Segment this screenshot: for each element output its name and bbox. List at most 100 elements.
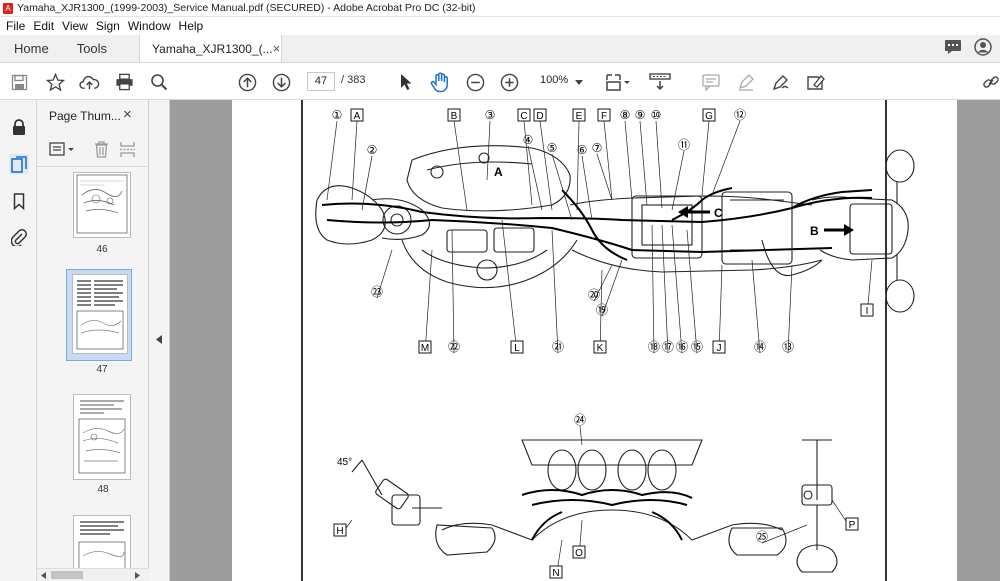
thumbnail-page-46[interactable] [73,172,131,238]
comment-bubble-icon[interactable] [944,39,962,58]
delete-page-trash-icon[interactable] [94,141,109,161]
tab-document[interactable]: Yamaha_XJR1300_(... × [139,35,283,62]
document-view[interactable]: C B A [170,100,1000,581]
attachments-paperclip-icon[interactable] [9,227,29,247]
thumbnail-label-46: 46 [96,244,108,255]
horizontal-scroll-thumb[interactable] [51,571,83,579]
callout-number-8: ⑧ [620,108,631,122]
next-page-icon[interactable] [270,71,292,93]
sign-pen-icon[interactable] [770,71,792,93]
zoom-out-icon[interactable] [464,71,486,93]
scrolling-mode-icon[interactable] [647,71,673,93]
callout-number-15: ⑮ [691,340,703,354]
callout-box [418,340,432,354]
previous-page-icon[interactable] [236,71,258,93]
zoom-dropdown-chevron-icon[interactable] [574,71,584,93]
security-lock-icon[interactable] [9,117,29,137]
callout-number-24: ㉔ [574,413,586,427]
callout-letter-D: D [536,111,543,122]
callout-leader [671,150,685,211]
motorcycle-outline [315,145,915,313]
pdf-page: C B A [232,100,957,581]
user-account-icon[interactable] [974,38,992,59]
thumbnail-page-48[interactable] [73,394,131,480]
panel-collapse-strip [149,100,170,581]
save-icon[interactable] [9,71,29,93]
menu-sign[interactable]: Sign [95,19,120,33]
thumbnails-panel-title: Page Thum... [49,109,121,123]
view-c-arrowhead [678,206,688,218]
bookmark-star-icon[interactable] [44,71,66,93]
select-pointer-icon[interactable] [396,71,416,93]
thumbnail-horizontal-scrollbar[interactable] [37,568,149,581]
callout-letter-I: I [866,306,869,317]
menu-window[interactable]: Window [127,19,171,33]
callout-box [533,108,547,122]
scroll-right-arrow-icon[interactable] [135,572,140,579]
cloud-upload-icon[interactable] [78,71,100,93]
hand-tool-icon[interactable] [428,71,452,93]
page-total: / 383 [341,74,366,86]
bookmarks-icon[interactable] [9,191,29,211]
zoom-in-icon[interactable] [498,71,520,93]
fill-sign-icon[interactable] [805,71,827,93]
callout-leader [651,224,655,354]
collapse-panel-chevron-icon[interactable] [156,335,162,344]
page-fit-icon[interactable] [604,71,632,93]
callout-number-6: ⑥ [577,143,588,157]
callout-leader [761,524,808,544]
callout-number-23: ㉓ [371,285,383,299]
callout-leader [579,425,583,446]
menu-help[interactable]: Help [178,19,204,33]
callout-leader [326,120,338,201]
tab-tools[interactable]: Tools [76,41,108,56]
comment-icon[interactable] [700,71,722,93]
callout-leader [661,224,669,354]
callout-number-1: ① [332,108,343,122]
page-number-input[interactable]: 47 [307,72,335,91]
callout-number-7: ⑦ [592,141,603,155]
clamp-detail [796,439,838,573]
callout-number-20: ⑳ [588,288,600,302]
tab-home[interactable]: Home [14,41,49,56]
callout-number-11: ⑪ [678,138,690,152]
callout-number-10: ⑩ [651,108,662,122]
toolbar: 47 / 383 100% [0,63,1000,100]
callout-leader [624,120,633,201]
callout-leader [599,269,603,354]
thumbnail-page-47[interactable] [72,274,128,354]
tab-document-label: Yamaha_XJR1300_(... [152,41,273,56]
callout-leader [711,120,741,196]
menu-edit[interactable]: Edit [33,19,55,33]
callout-number-18: ⑱ [648,340,660,354]
callout-number-5: ⑤ [547,141,558,155]
thumbnail-options-icon[interactable] [49,142,75,160]
callout-number-14: ⑭ [754,340,766,354]
scroll-left-arrow-icon[interactable] [41,572,46,579]
highlight-pen-icon[interactable] [735,71,757,93]
thumbnail-options-toolbar [47,140,147,160]
zoom-level[interactable]: 100% [540,74,569,86]
callout-box [517,108,531,122]
thumbnail-page-49[interactable] [73,515,131,568]
callout-number-16: ⑯ [676,340,688,354]
view-label-b: B [810,224,819,238]
menu-file[interactable]: File [6,19,26,33]
search-zoom-icon[interactable] [148,71,170,93]
extract-page-icon[interactable] [119,141,136,161]
menu-view[interactable]: View [62,19,88,33]
page-thumbnails-icon[interactable] [9,154,29,174]
callout-leader [451,229,455,354]
callout-letter-K: K [597,343,604,354]
tab-close-icon[interactable]: × [272,41,281,56]
callout-letter-A: A [354,111,361,122]
callout-leader [376,249,393,299]
callout-leader [603,120,613,201]
link-share-icon[interactable] [982,71,1000,93]
callout-number-12: ⑫ [734,108,746,122]
callout-leader [751,259,761,354]
callout-number-2: ② [367,143,378,157]
thumbnails-close-icon[interactable]: × [123,106,132,123]
callout-letter-L: L [514,343,520,354]
print-icon[interactable] [113,71,135,93]
